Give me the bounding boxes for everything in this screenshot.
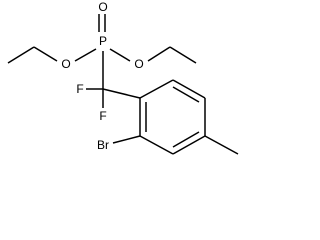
- bond-ethyl-left-c2-o: [33, 46, 58, 62]
- atom-oxygen-left: O: [61, 57, 70, 71]
- atom-oxygen-right: O: [134, 57, 143, 71]
- atom-fluorine-bottom: F: [99, 109, 106, 123]
- ring-bond-4-inner: [172, 131, 200, 148]
- ring-bond-1: [139, 79, 174, 99]
- atom-bromine: Br: [97, 138, 109, 152]
- ring-bond-2-inner: [172, 86, 200, 103]
- bond-ring-methyl: [204, 135, 239, 155]
- bond-ethyl-left-c1-c2: [7, 46, 35, 64]
- atom-fluorine-left: F: [76, 82, 83, 96]
- chemical-structure: P O O O F F Br: [7, 0, 239, 155]
- bond-cf2-ring: [102, 88, 141, 99]
- bond-ring-br: [112, 135, 141, 144]
- atom-oxygen-double: O: [98, 0, 107, 14]
- ring-bond-5: [139, 135, 174, 155]
- bond-oright-ethyl-c1: [147, 46, 171, 62]
- atom-phosphorus: P: [99, 34, 107, 48]
- ring-bond-2: [172, 79, 206, 99]
- bond-oleft-p: [74, 48, 97, 62]
- bond-ethyl-right-c1-c2: [169, 46, 197, 64]
- ring-bond-4: [172, 135, 206, 155]
- bond-p-oright: [109, 48, 131, 62]
